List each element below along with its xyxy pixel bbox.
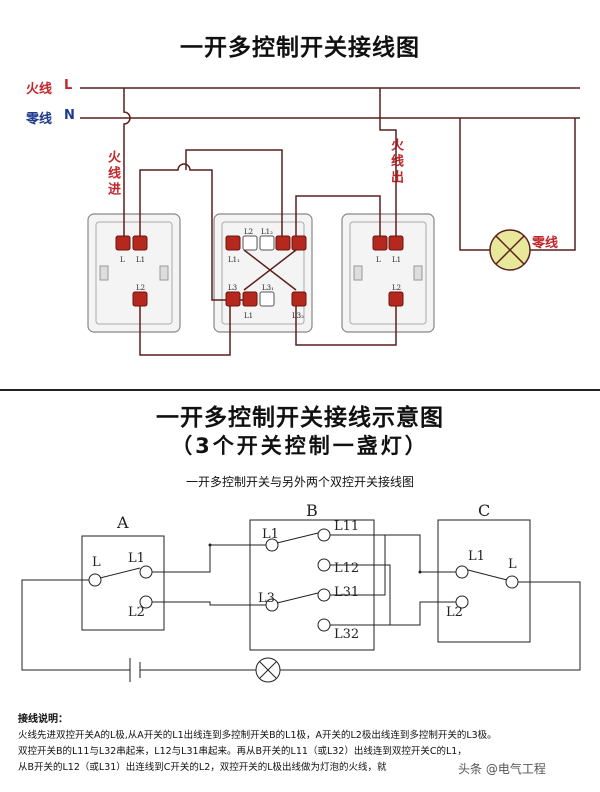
notes-line-3: 从B开关的L12（或L31）出连线到C开关的L2，双控开关的L极出线做为灯泡的火… <box>18 762 387 773</box>
c-l1-label: L1 <box>392 256 401 264</box>
box-a-label: A <box>116 513 129 532</box>
live-wire-label: 火线 <box>26 82 53 97</box>
b-l2-label: L2 <box>244 228 253 236</box>
wiring-diagram-top: L L1 L2 L2 L1₂ L1₁ L3 L3₂ L3₁ L1 L L1 L2 <box>80 87 580 356</box>
a-l-label: L <box>120 256 125 264</box>
b-l32-label: L3₂ <box>292 312 304 320</box>
b-l3-text: L3 <box>258 591 275 606</box>
c-l-text: L <box>508 557 517 572</box>
switch-plate-a <box>87 213 181 333</box>
b-l1-label: L1 <box>244 312 253 320</box>
b-l11-label: L1₁ <box>228 256 240 264</box>
section-title: 一开多控制开关接线示意图 <box>156 405 444 431</box>
lamp-icon <box>489 229 531 271</box>
terminals-a <box>115 235 148 307</box>
section-subtitle: （3个开关控制一盏灯） <box>171 434 429 458</box>
box-b-label: B <box>306 501 318 520</box>
box-b <box>249 519 375 651</box>
wiring-notes: 接线说明： 火线先进双控开关A的L极,从A开关的L1出线连到多控制开关B的L1极… <box>18 712 588 776</box>
a-l2-label: L2 <box>136 284 145 292</box>
switch-plate-c <box>341 213 435 333</box>
schematic-diagram-bottom: A B C L L1 L2 L1 L3 L11 L12 L31 L32 L1 L… <box>21 501 581 683</box>
terminals-b <box>225 235 307 307</box>
a-l-text: L <box>92 555 101 570</box>
b-l12-label: L1₂ <box>261 228 273 236</box>
a-l1-text: L1 <box>128 551 145 566</box>
a-l2-text: L2 <box>128 605 145 620</box>
neutral-wire-label: 零线 <box>26 112 53 127</box>
page-title: 一开多控制开关接线图 <box>180 35 420 61</box>
diagram-caption: 一开多控制开关与另外两个双控开关接线图 <box>185 475 414 489</box>
box-a <box>81 535 165 631</box>
live-wire-letter: L <box>64 78 73 93</box>
box-c-label: C <box>478 501 490 520</box>
c-l-label: L <box>376 256 381 264</box>
watermark: 头条 @电气工程 <box>456 760 548 777</box>
wires <box>123 88 576 356</box>
b-l32-text: L32 <box>334 627 359 642</box>
lamp-symbol <box>255 657 281 683</box>
b-l11-text: L11 <box>334 519 359 534</box>
b-l12-text: L12 <box>334 561 359 576</box>
notes-heading: 接线说明： <box>18 714 68 725</box>
lamp-neutral-label: 零线 <box>532 236 559 251</box>
b-l31-text: L31 <box>334 585 359 600</box>
terminals-c <box>372 235 404 307</box>
notes-line-1: 火线先进双控开关A的L极,从A开关的L1出线连到多控制开关B的L1极，A开关的L… <box>18 730 497 741</box>
a-l1-label: L1 <box>136 256 145 264</box>
notes-line-2: 双控开关B的L11与L32串起来，L12与L31串起来。再从B开关的L11（或L… <box>18 746 467 757</box>
c-l1-text: L1 <box>468 549 485 564</box>
neutral-wire-letter: N <box>64 108 75 123</box>
b-l31-label: L3₁ <box>262 284 274 292</box>
b-l3-label: L3 <box>228 284 237 292</box>
b-l1-text: L1 <box>262 527 279 542</box>
box-c <box>437 519 531 643</box>
c-l2-label: L2 <box>392 284 401 292</box>
c-l2-text: L2 <box>446 605 463 620</box>
live-in-label: 火线进 <box>105 150 120 198</box>
section-divider <box>0 389 600 391</box>
